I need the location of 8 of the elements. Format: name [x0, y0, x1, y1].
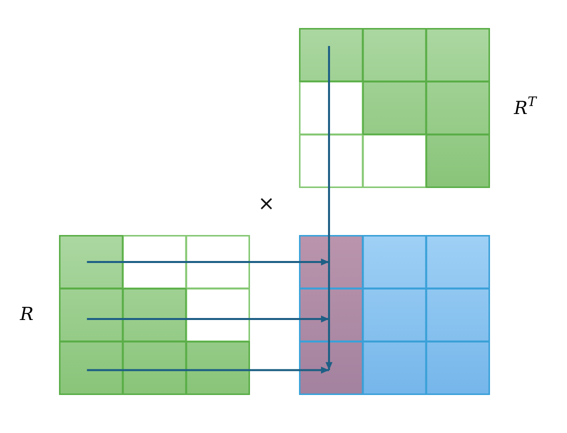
matrix-label: R	[20, 306, 34, 324]
matrix-label: R$^{T}$	[514, 96, 536, 118]
multiplication-sign: ×	[258, 193, 275, 213]
arrow	[86, 366, 330, 374]
arrow	[86, 315, 330, 322]
arrow	[86, 258, 330, 266]
arrow	[326, 46, 333, 370]
matrix-grid	[299, 235, 489, 394]
